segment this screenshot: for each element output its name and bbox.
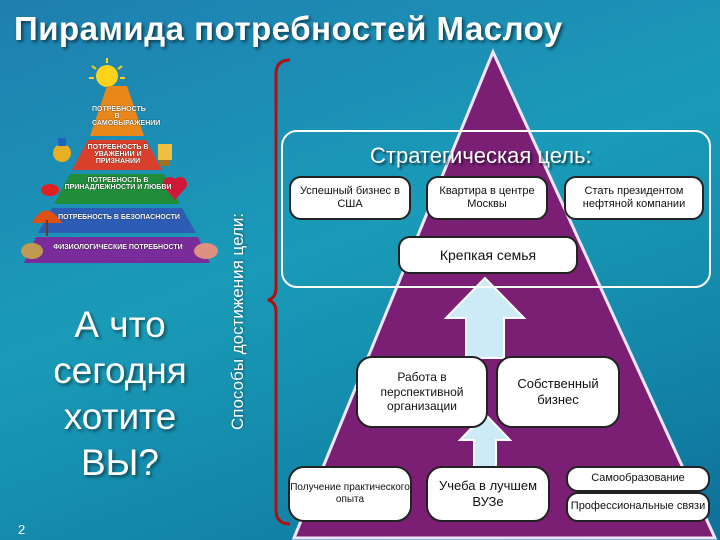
maslow-level-5 (24, 237, 210, 263)
question-line-1: А что (74, 304, 166, 345)
goal-title: Стратегическая цель: (370, 143, 592, 168)
maslow-level-4 (38, 208, 196, 233)
business-box: Собственный бизнес (496, 356, 620, 428)
goal-box-usa: Успешный бизнес в США (289, 176, 411, 220)
maslow-label-5: ФИЗИОЛОГИЧЕСКИЕ ПОТРЕБНОСТИ (53, 244, 183, 251)
maslow-level-3 (54, 174, 180, 204)
question-text: А что сегодня хотите ВЫ? (20, 302, 220, 486)
maslow-label-1: ПОТРЕБНОСТЬ В САМОВЫРАЖЕНИИ (92, 106, 161, 127)
maslow-level-1 (90, 86, 144, 136)
food-icon (21, 243, 218, 259)
experience-box: Получение практического опыта (288, 466, 412, 522)
medal-icon (53, 138, 71, 162)
trophy-icon (158, 144, 172, 166)
university-box: Учеба в лучшем ВУЗе (426, 466, 550, 522)
question-line-4: ВЫ? (80, 442, 159, 483)
maslow-level-2 (72, 140, 162, 170)
heart-icon (163, 177, 187, 200)
bracket-shape (267, 58, 291, 526)
maslow-label-2: ПОТРЕБНОСТЬ В УВАЖЕНИИ И ПРИЗНАНИИ (87, 144, 149, 165)
goal-box-moscow: Квартира в центре Москвы (426, 176, 548, 220)
umbrella-icon (32, 210, 62, 236)
work-box: Работа в перспективной организации (356, 356, 488, 428)
goal-frame (281, 130, 711, 288)
maslow-pyramid (21, 58, 218, 263)
goal-box-president: Стать президентом нефтяной компании (564, 176, 704, 220)
up-arrow-large (443, 276, 527, 359)
kiss-icon (41, 184, 59, 196)
question-line-2: сегодня (53, 350, 187, 391)
family-box: Крепкая семья (398, 236, 578, 274)
self-education-box: Самообразование (566, 466, 710, 492)
maslow-label-4: ПОТРЕБНОСТЬ В БЕЗОПАСНОСТИ (58, 214, 180, 221)
maslow-label-3: ПОТРЕБНОСТЬ В ПРИНАДЛЕЖНОСТИ И ЛЮБВИ (64, 177, 172, 191)
page-number: 2 (18, 522, 26, 537)
professional-box: Профессиональные связи (566, 492, 710, 522)
sun-icon (89, 58, 125, 87)
question-line-3: хотите (63, 396, 177, 437)
slide-title: Пирамида потребностей Маслоу (14, 10, 563, 47)
